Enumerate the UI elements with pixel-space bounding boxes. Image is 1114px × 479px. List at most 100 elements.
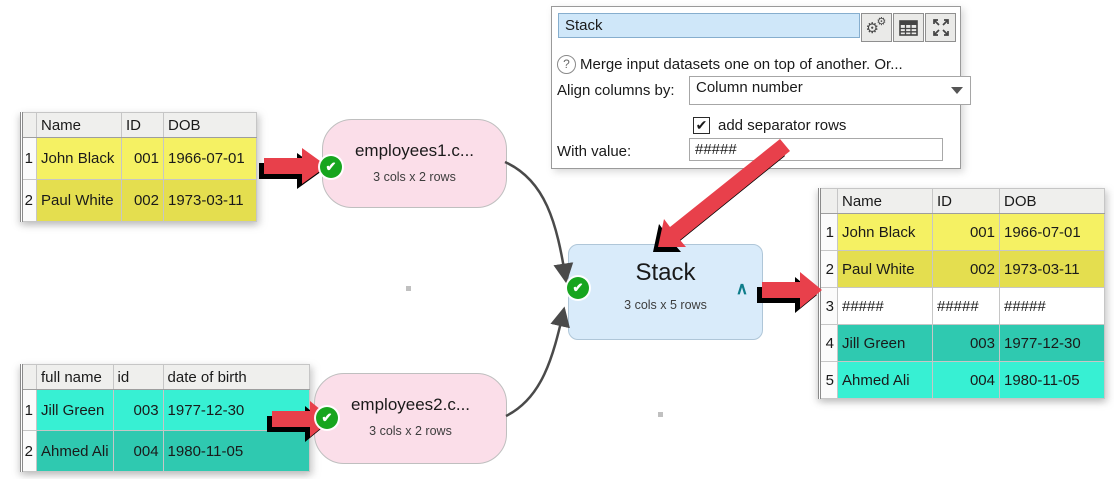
corner-cell: [21, 112, 37, 138]
node-dimensions: 3 cols x 2 rows: [369, 424, 452, 438]
source2-data-grid: full name id date of birth 1 Jill Green …: [20, 364, 310, 472]
row-number: 4: [819, 324, 838, 362]
table-icon: [899, 19, 918, 36]
row-number: 1: [21, 389, 37, 431]
cell: Ahmed Ali: [837, 361, 933, 399]
column-header[interactable]: id: [112, 364, 164, 390]
table-row: 2 Paul White 002 1973-03-11: [21, 179, 257, 222]
cell: 001: [121, 137, 164, 180]
transform-node-stack[interactable]: Stack 3 cols x 5 rows: [568, 244, 763, 340]
cell: 004: [932, 361, 1000, 399]
result-data-grid: Name ID DOB 1 John Black 001 1966-07-01 …: [818, 188, 1105, 399]
cell: 1980-11-05: [162, 430, 310, 472]
align-columns-dropdown[interactable]: Column number: [689, 76, 971, 105]
cell: Paul White: [36, 179, 122, 222]
row-number: 2: [21, 430, 37, 472]
chevron-down-icon: [951, 87, 963, 94]
table-row: 2 Paul White 002 1973-03-11: [819, 250, 1105, 288]
header-row: Name ID DOB: [819, 188, 1105, 214]
stack-properties-panel: ⚙ ⚙ ? Me: [551, 6, 971, 169]
cell: 1980-11-05: [999, 361, 1105, 399]
with-value-label: With value:: [557, 143, 632, 160]
cell: 1977-12-30: [162, 389, 310, 431]
flow-arrow-stack-to-result-icon: [762, 272, 822, 308]
row-number: 2: [21, 179, 37, 222]
table-row: 4 Jill Green 003 1977-12-30: [819, 324, 1105, 362]
with-value-input[interactable]: [689, 138, 943, 161]
column-header[interactable]: Name: [837, 188, 933, 214]
header-row: full name id date of birth: [21, 364, 310, 390]
column-header[interactable]: Name: [36, 112, 122, 138]
cell: 003: [932, 324, 1000, 362]
column-header[interactable]: date of birth: [162, 364, 310, 390]
header-row: Name ID DOB: [21, 112, 257, 138]
cell: 1977-12-30: [999, 324, 1105, 362]
align-columns-label: Align columns by:: [557, 82, 675, 99]
connector-employees1-to-stack[interactable]: [504, 160, 574, 284]
column-header[interactable]: DOB: [999, 188, 1105, 214]
column-header[interactable]: ID: [121, 112, 164, 138]
status-check-icon: ✔: [320, 156, 342, 178]
canvas-grid-dot: [658, 412, 663, 417]
table-row: 5 Ahmed Ali 004 1980-11-05: [819, 361, 1105, 399]
table-row: 1 Jill Green 003 1977-12-30: [21, 389, 310, 431]
cell: #####: [837, 287, 933, 325]
cell: 002: [932, 250, 1000, 288]
input-node-employees1[interactable]: employees1.c... 3 cols x 2 rows: [322, 119, 507, 208]
view-table-button[interactable]: [893, 13, 924, 42]
status-check-icon: ✔: [567, 277, 589, 299]
fullscreen-button[interactable]: [925, 13, 956, 42]
input-node-employees2[interactable]: employees2.c... 3 cols x 2 rows: [314, 373, 507, 464]
cell: John Black: [36, 137, 122, 180]
cell: #####: [932, 287, 1000, 325]
cell: 001: [932, 213, 1000, 251]
cell: 004: [112, 430, 164, 472]
row-number: 1: [819, 213, 838, 251]
cell: 002: [121, 179, 164, 222]
column-header[interactable]: full name: [36, 364, 114, 390]
flow-arrow-source1-to-node-icon: [264, 148, 327, 184]
cell: 1966-07-01: [163, 137, 257, 180]
cell: 1973-03-11: [163, 179, 257, 222]
gear-glyph: ⚙: [876, 15, 887, 28]
cell: Jill Green: [36, 389, 114, 431]
connector-employees2-to-stack[interactable]: [505, 306, 570, 418]
checkmark-icon: ✔: [695, 117, 708, 133]
settings-button[interactable]: ⚙ ⚙: [861, 13, 892, 42]
source1-data-grid: Name ID DOB 1 John Black 001 1966-07-01 …: [20, 112, 257, 222]
node-title: Stack: [635, 259, 696, 286]
node-title: employees1.c...: [354, 141, 475, 160]
cell: Jill Green: [837, 324, 933, 362]
cell: 003: [112, 389, 164, 431]
expand-icon: [932, 19, 949, 36]
column-header[interactable]: ID: [932, 188, 1000, 214]
node-collapse-caret-icon[interactable]: ∧: [735, 279, 749, 298]
table-row: 1 John Black 001 1966-07-01: [819, 213, 1105, 251]
gear-glyph: ⚙: [865, 19, 879, 37]
cell: 1973-03-11: [999, 250, 1105, 288]
corner-cell: [819, 188, 838, 214]
row-number: 5: [819, 361, 838, 399]
cell: Paul White: [837, 250, 933, 288]
table-row: 1 John Black 001 1966-07-01: [21, 137, 257, 180]
column-header[interactable]: DOB: [163, 112, 257, 138]
cell: 1966-07-01: [999, 213, 1105, 251]
add-separator-rows-label: add separator rows: [718, 117, 847, 134]
table-row: 2 Ahmed Ali 004 1980-11-05: [21, 430, 310, 472]
cell: Ahmed Ali: [36, 430, 114, 472]
table-row: 3 ##### ##### #####: [819, 287, 1105, 325]
cell: John Black: [837, 213, 933, 251]
help-icon[interactable]: ?: [557, 55, 576, 74]
row-number: 2: [819, 250, 838, 288]
node-name-input[interactable]: [558, 13, 860, 38]
transform-description: Merge input datasets one on top of anoth…: [580, 56, 903, 73]
node-title: employees2.c...: [350, 395, 471, 414]
canvas-grid-dot: [406, 286, 411, 291]
row-number: 3: [819, 287, 838, 325]
status-check-icon: ✔: [316, 407, 338, 429]
node-dimensions: 3 cols x 5 rows: [624, 298, 707, 312]
corner-cell: [21, 364, 37, 390]
dropdown-value: Column number: [696, 79, 803, 96]
add-separator-rows-checkbox[interactable]: ✔: [693, 117, 710, 134]
row-number: 1: [21, 137, 37, 180]
